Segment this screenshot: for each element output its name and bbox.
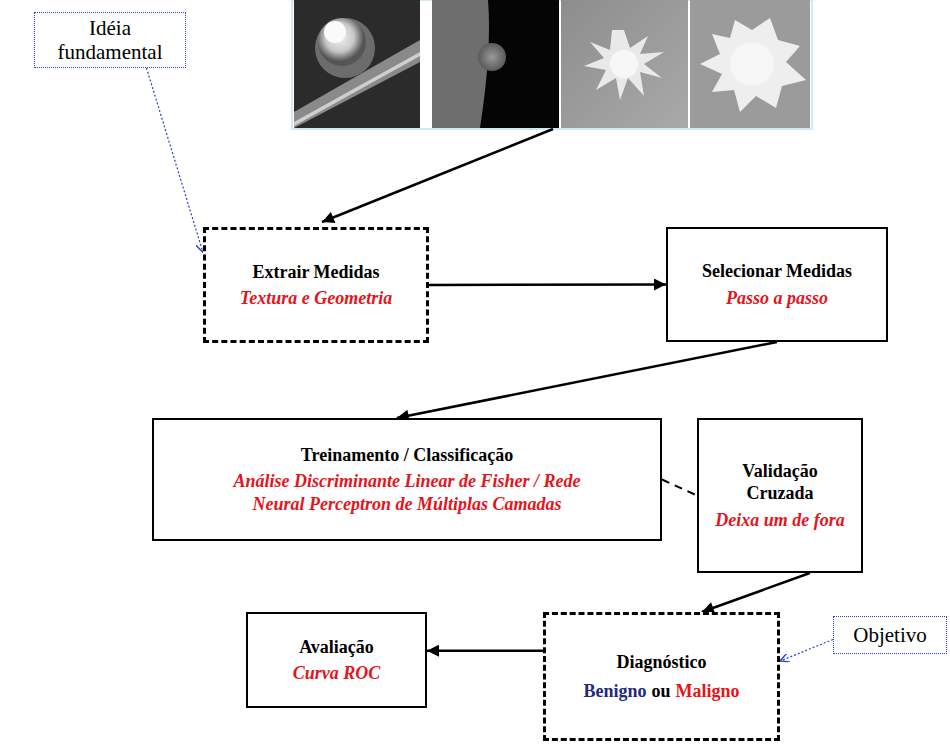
box-title: Selecionar Medidas — [702, 260, 852, 283]
dashed-link — [662, 480, 697, 496]
process-box-dashed: Extrair MedidasTextura e Geometria — [203, 227, 429, 343]
method-text: Análise Discriminante Linear de Fisher /… — [212, 470, 602, 515]
box-title: Diagnóstico — [617, 651, 707, 674]
process-box: Validação CruzadaDeixa um de fora — [697, 418, 863, 573]
method-text: Textura e Geometria — [240, 287, 392, 310]
callout-box: Idéia fundamental — [34, 12, 186, 68]
box-title: Validação Cruzada — [725, 460, 835, 505]
result-line: Benigno ouMaligno — [583, 680, 739, 703]
flow-arrow — [397, 342, 777, 418]
result-word: Maligno — [676, 680, 740, 703]
process-box: Treinamento / ClassificaçãoAnálise Discr… — [152, 418, 662, 541]
flow-arrow — [427, 649, 543, 652]
callout-text: Idéia fundamental — [41, 16, 179, 64]
method-text: Passo a passo — [726, 287, 828, 310]
method-text: Deixa um de fora — [715, 509, 845, 532]
box-title: Treinamento / Classificação — [301, 444, 513, 467]
callout-text: Objetivo — [853, 623, 927, 647]
process-box: Selecionar MedidasPasso a passo — [666, 227, 888, 342]
flow-arrow — [429, 283, 666, 286]
process-box: AvaliaçãoCurva ROC — [246, 612, 427, 708]
result-word: ou — [652, 680, 671, 703]
callout-box: Objetivo — [833, 616, 947, 654]
method-text: Curva ROC — [293, 662, 381, 685]
callout-pointer — [780, 640, 833, 661]
callout-pointer — [146, 68, 203, 253]
result-word: Benigno — [583, 680, 646, 703]
flow-arrow — [702, 573, 810, 612]
goal-box-dashed: DiagnósticoBenigno ouMaligno — [543, 612, 780, 741]
image-arrow — [322, 129, 553, 222]
box-title: Extrair Medidas — [252, 261, 379, 284]
box-title: Avaliação — [299, 636, 374, 659]
